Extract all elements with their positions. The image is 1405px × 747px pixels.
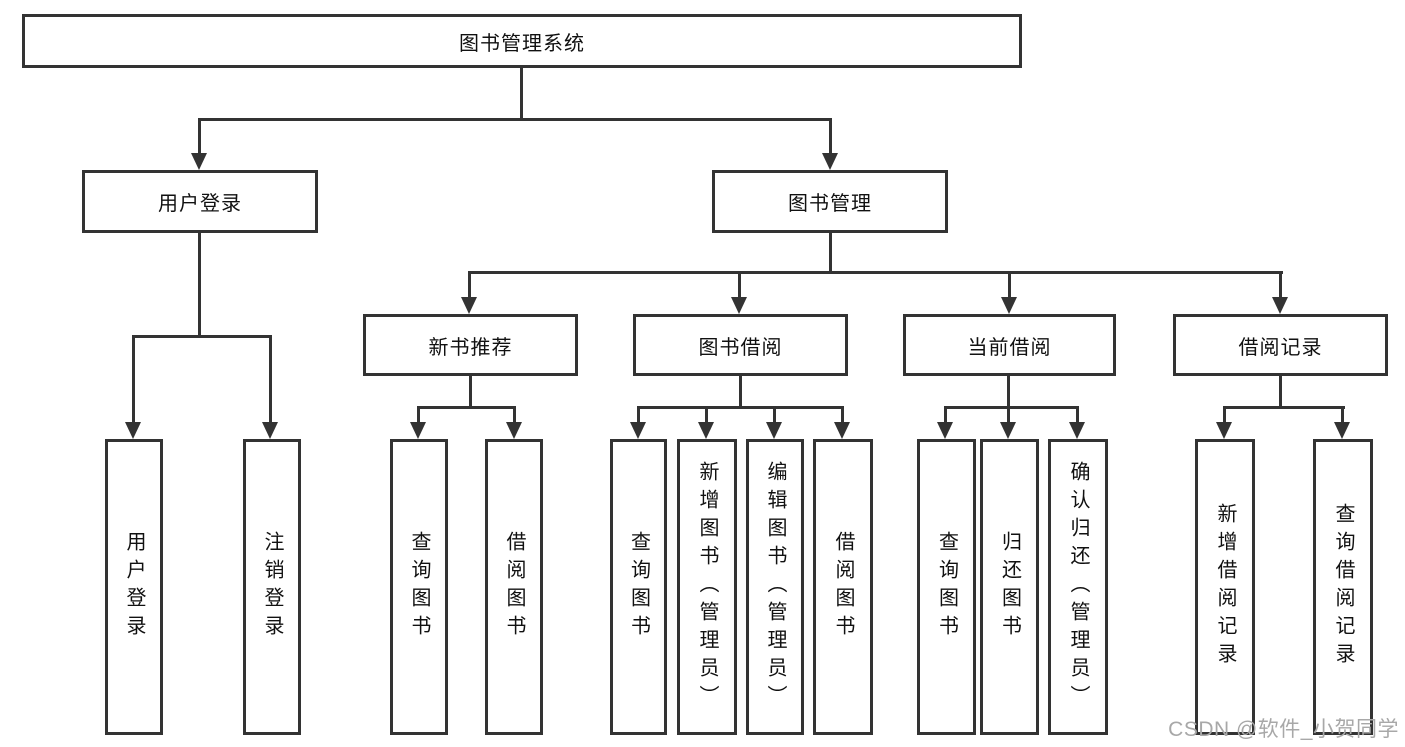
- node-label: 借阅图书: [832, 531, 854, 643]
- leaf-add-books-admin: 新增图书（管理员）: [677, 439, 737, 735]
- connector-line: [1008, 271, 1011, 299]
- node-book-management: 图书管理: [712, 170, 948, 233]
- connector-line: [269, 335, 272, 425]
- node-book-borrow: 图书借阅: [633, 314, 848, 376]
- node-label: 确认归还（管理员）: [1067, 461, 1089, 713]
- connector-line: [773, 406, 776, 425]
- leaf-borrow-books: 借阅图书: [485, 439, 543, 735]
- arrow-down-icon: [834, 422, 850, 439]
- connector-line: [637, 406, 844, 409]
- arrow-down-icon: [191, 153, 207, 170]
- connector-line: [1223, 406, 1226, 425]
- arrow-down-icon: [125, 422, 141, 439]
- leaf-borrow-books: 借阅图书: [813, 439, 873, 735]
- leaf-return-books: 归还图书: [980, 439, 1039, 735]
- arrow-down-icon: [1334, 422, 1350, 439]
- arrow-down-icon: [461, 297, 477, 314]
- node-user-login: 用户登录: [82, 170, 318, 233]
- node-label: 借阅记录: [1238, 336, 1323, 359]
- leaf-query-books: 查询图书: [917, 439, 976, 735]
- connector-line: [1007, 376, 1010, 409]
- connector-line: [1341, 406, 1344, 425]
- leaf-confirm-return-admin: 确认归还（管理员）: [1048, 439, 1108, 735]
- connector-line: [1279, 271, 1282, 299]
- node-label: 归还图书: [998, 531, 1021, 643]
- connector-line: [705, 406, 708, 425]
- connector-line: [132, 335, 272, 338]
- node-label: 注销登录: [261, 531, 283, 643]
- leaf-query-borrow-record: 查询借阅记录: [1313, 439, 1373, 735]
- leaf-add-borrow-record: 新增借阅记录: [1195, 439, 1255, 735]
- node-library-management-system: 图书管理系统: [22, 14, 1022, 68]
- connector-line: [469, 271, 1283, 274]
- connector-line: [637, 406, 640, 425]
- connector-line: [198, 118, 832, 121]
- connector-line: [1279, 376, 1282, 409]
- connector-line: [469, 376, 472, 409]
- leaf-query-books: 查询图书: [390, 439, 448, 735]
- connector-line: [829, 232, 832, 274]
- arrow-down-icon: [822, 153, 838, 170]
- node-label: 借阅图书: [503, 531, 525, 643]
- arrow-down-icon: [1001, 297, 1017, 314]
- connector-line: [513, 406, 516, 425]
- arrow-down-icon: [630, 422, 646, 439]
- connector-line: [520, 66, 523, 120]
- connector-line: [198, 232, 201, 338]
- arrow-down-icon: [262, 422, 278, 439]
- node-label: 图书管理系统: [459, 32, 585, 55]
- node-label: 新增借阅记录: [1214, 503, 1236, 671]
- connector-line: [739, 376, 742, 409]
- connector-line: [417, 406, 516, 409]
- node-label: 新增图书（管理员）: [696, 461, 718, 713]
- connector-line: [944, 406, 1079, 409]
- csdn-watermark: CSDN @软件_小贺同学: [1168, 718, 1399, 741]
- connector-line: [132, 335, 135, 425]
- arrow-down-icon: [766, 422, 782, 439]
- node-label: 编辑图书（管理员）: [764, 461, 786, 713]
- connector-line: [198, 118, 201, 156]
- leaf-logout: 注销登录: [243, 439, 301, 735]
- arrow-down-icon: [937, 422, 953, 439]
- leaf-user-login: 用户登录: [105, 439, 163, 735]
- connector-line: [1223, 406, 1345, 409]
- connector-line: [738, 271, 741, 299]
- connector-line: [1076, 406, 1079, 425]
- node-label: 新书推荐: [428, 336, 513, 359]
- connector-line: [944, 406, 947, 425]
- arrow-down-icon: [1000, 422, 1016, 439]
- node-borrow-records: 借阅记录: [1173, 314, 1388, 376]
- leaf-edit-books-admin: 编辑图书（管理员）: [746, 439, 804, 735]
- node-label: 图书管理: [788, 193, 872, 215]
- connector-line: [829, 118, 832, 156]
- arrow-down-icon: [1216, 422, 1232, 439]
- node-label: 用户登录: [158, 193, 242, 215]
- node-label: 当前借阅: [967, 336, 1052, 359]
- connector-line: [468, 271, 471, 299]
- node-current-borrow: 当前借阅: [903, 314, 1116, 376]
- connector-line: [417, 406, 420, 425]
- arrow-down-icon: [506, 422, 522, 439]
- node-label: 查询借阅记录: [1332, 503, 1354, 671]
- arrow-down-icon: [698, 422, 714, 439]
- node-label: 查询图书: [408, 531, 430, 643]
- node-label: 查询图书: [627, 531, 650, 643]
- connector-line: [841, 406, 844, 425]
- arrow-down-icon: [1069, 422, 1085, 439]
- arrow-down-icon: [731, 297, 747, 314]
- connector-line: [1007, 406, 1010, 425]
- leaf-query-books: 查询图书: [610, 439, 667, 735]
- node-label: 图书借阅: [698, 336, 783, 359]
- node-label: 查询图书: [935, 531, 958, 643]
- node-new-book-recommend: 新书推荐: [363, 314, 578, 376]
- arrow-down-icon: [410, 422, 426, 439]
- node-label: 用户登录: [123, 531, 145, 643]
- arrow-down-icon: [1272, 297, 1288, 314]
